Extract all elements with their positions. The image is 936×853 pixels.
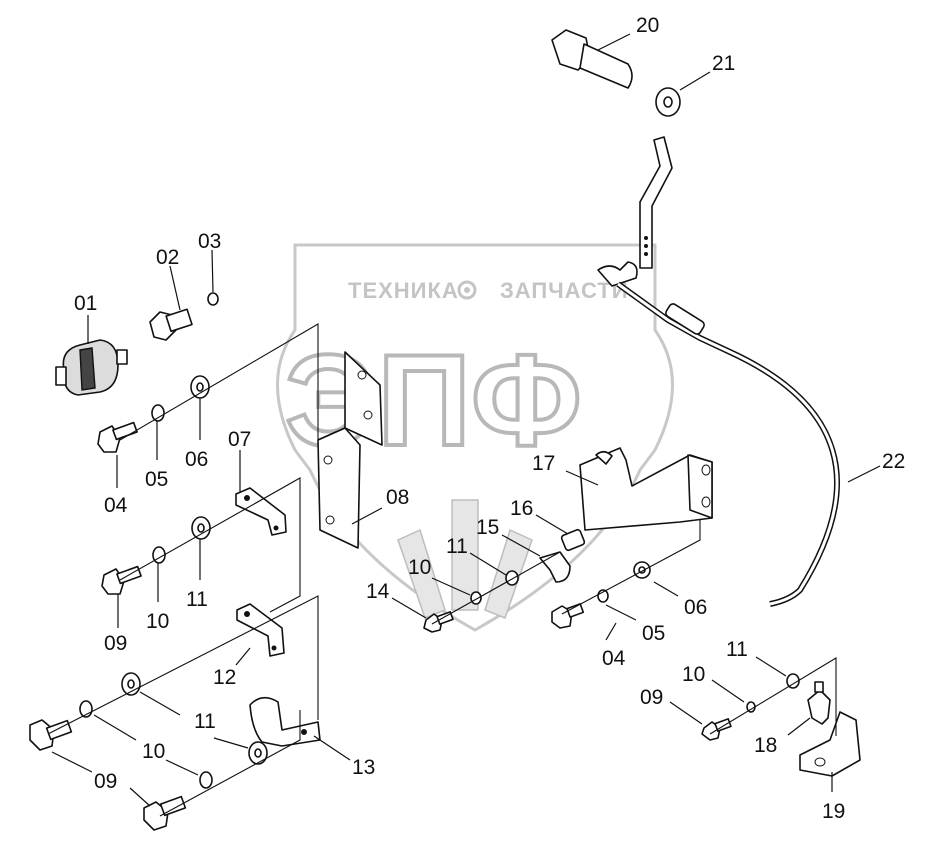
watermark-wheat-left: [397, 528, 446, 619]
callout-09-right: 09: [640, 686, 663, 709]
part-11-washer-bottom-right: [786, 673, 800, 689]
watermark-left-word: ТЕХНИКА: [348, 278, 459, 303]
callout-13: 13: [352, 756, 375, 779]
part-08-main-bracket: [317, 351, 383, 549]
callout-05-right: 05: [642, 622, 665, 645]
callout-04-right: 04: [602, 647, 626, 670]
callout-18: 18: [754, 734, 777, 757]
gear-icon: [457, 280, 477, 300]
part-20-bolt: [551, 29, 633, 89]
part-16-spacer: [560, 528, 586, 552]
part-09-bolt-lower: [29, 719, 73, 751]
part-09-bolt-bottom: [143, 795, 187, 831]
callout-19: 19: [822, 800, 845, 823]
part-07-bracket: [235, 487, 287, 536]
part-11-washer-center: [505, 570, 519, 586]
part-02-adapter: [149, 308, 193, 341]
part-11-washer-bottom: [248, 741, 268, 765]
callout-10-right: 10: [682, 663, 705, 686]
callout-22: 22: [882, 450, 905, 473]
callout-10-mid: 10: [146, 610, 169, 633]
callout-14: 14: [366, 580, 390, 603]
callout-11-center: 11: [446, 535, 468, 558]
callout-11-mid: 11: [186, 588, 208, 611]
callout-02: 02: [156, 246, 179, 269]
part-lever: [597, 136, 673, 287]
leader-lines: [51, 33, 881, 807]
callout-16: 16: [510, 497, 533, 520]
part-21-washer: [655, 87, 681, 117]
part-10-lock-washer-bottom: [199, 771, 213, 789]
callout-09-lower: 09: [94, 770, 117, 793]
callout-17: 17: [532, 452, 555, 475]
part-01-sensor: [55, 339, 128, 396]
part-06-washer-left: [190, 375, 210, 399]
callout-04-left: 04: [104, 494, 128, 517]
callout-06-right: 06: [684, 596, 707, 619]
callout-11-right: 11: [726, 638, 748, 661]
part-06-washer-right: [633, 561, 651, 579]
callout-21: 21: [712, 52, 735, 75]
callout-20: 20: [636, 14, 659, 37]
part-11-washer-mid: [191, 516, 211, 540]
part-13-clamp: [249, 696, 321, 747]
callout-10-center: 10: [408, 556, 431, 579]
callout-03: 03: [198, 230, 221, 253]
part-09-bolt-mid: [101, 565, 142, 595]
assembly-centerlines: [47, 323, 837, 817]
callout-labels: 01 02 03 04 05 06 07 08 09 10 11 12 13 1…: [74, 14, 905, 823]
callout-15: 15: [476, 516, 499, 539]
part-05-lock-washer-left: [151, 404, 165, 422]
part-04-bolt-right: [551, 603, 585, 629]
part-04-bolt-left: [97, 421, 138, 453]
part-19-bracket: [799, 711, 861, 777]
part-09-bolt-bottom-right: [701, 718, 732, 741]
callout-06-left: 06: [185, 448, 208, 471]
callout-07: 07: [228, 428, 251, 451]
callout-09-mid: 09: [104, 632, 127, 655]
watermark: ТЕХНИКА ЗАПЧАСТИ ЭПФ: [276, 243, 674, 632]
part-18-switch: [807, 681, 831, 725]
part-03-o-ring: [207, 292, 219, 306]
watermark-shield: [276, 243, 674, 632]
callout-05-left: 05: [145, 468, 168, 491]
part-12-bracket: [236, 603, 285, 657]
part-17-bracket-right: [579, 447, 713, 531]
watermark-right-word: ЗАПЧАСТИ: [500, 278, 629, 303]
callout-08: 08: [386, 486, 409, 509]
part-10-lock-washer-center: [470, 591, 482, 605]
callout-11-lower: 11: [194, 710, 216, 733]
callout-12: 12: [213, 666, 236, 689]
callout-10-lower: 10: [142, 740, 165, 763]
part-15-clip: [539, 551, 571, 583]
callout-01: 01: [74, 292, 97, 315]
part-22-cable: [616, 281, 841, 607]
